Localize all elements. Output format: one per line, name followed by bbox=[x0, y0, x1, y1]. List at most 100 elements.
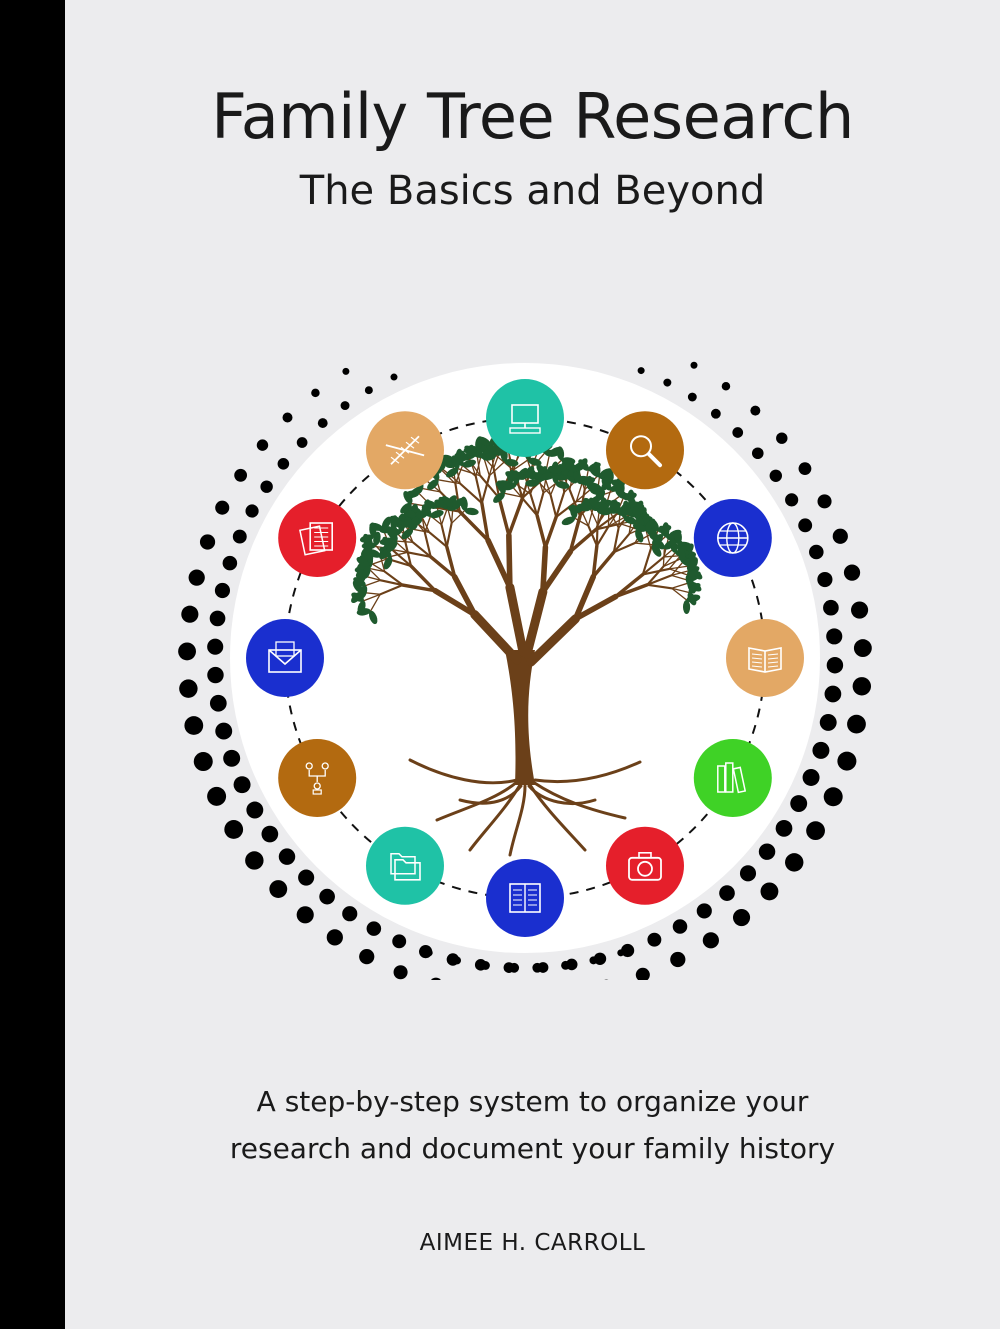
tree-branch bbox=[503, 492, 522, 498]
tree-branch bbox=[475, 456, 482, 478]
dot bbox=[702, 932, 719, 949]
tree-branch bbox=[595, 523, 599, 547]
tree-leaf bbox=[682, 600, 691, 615]
tree-branch bbox=[670, 561, 684, 577]
dot bbox=[393, 965, 408, 980]
dot bbox=[635, 967, 650, 980]
tree-leaf bbox=[427, 479, 439, 490]
dot bbox=[209, 610, 226, 627]
tree-branch bbox=[406, 551, 432, 558]
tree-leaf bbox=[362, 565, 371, 579]
dot bbox=[785, 853, 804, 872]
icon-glyph bbox=[630, 435, 662, 468]
icon-glyph bbox=[509, 883, 541, 913]
tree-branch bbox=[641, 567, 671, 576]
tree-leaf bbox=[555, 481, 570, 489]
dot bbox=[826, 628, 843, 645]
dot bbox=[184, 716, 204, 735]
tree-leaf bbox=[383, 556, 393, 570]
tree-branch bbox=[595, 525, 610, 547]
dot bbox=[340, 401, 350, 411]
dot bbox=[179, 679, 198, 698]
tree-branch bbox=[431, 506, 461, 513]
tree-root bbox=[508, 784, 527, 857]
dot bbox=[282, 412, 293, 423]
tree-branch bbox=[662, 547, 666, 568]
tree-leaf bbox=[547, 465, 562, 474]
dot bbox=[317, 418, 328, 428]
dot bbox=[851, 601, 869, 619]
tree-leaf bbox=[357, 600, 366, 615]
globe-icon bbox=[693, 499, 772, 577]
documents-icon bbox=[278, 499, 357, 577]
dot bbox=[207, 786, 227, 806]
dot bbox=[509, 962, 520, 973]
icon-glyph bbox=[390, 853, 421, 881]
tree-branch bbox=[520, 495, 539, 517]
icon-glyph bbox=[299, 522, 333, 556]
camera-icon bbox=[606, 826, 684, 905]
tree-branch bbox=[529, 492, 539, 517]
tree-branch bbox=[591, 550, 616, 579]
tree-leaf bbox=[359, 534, 374, 543]
dot bbox=[719, 885, 735, 901]
tree-branch bbox=[488, 460, 506, 477]
dot bbox=[817, 571, 833, 588]
tree-branch bbox=[662, 552, 676, 568]
dot bbox=[178, 642, 196, 661]
dot bbox=[215, 500, 230, 515]
tree-leaf bbox=[502, 482, 517, 491]
computer-icon bbox=[486, 379, 564, 457]
dot bbox=[732, 427, 744, 438]
magnifier-icon bbox=[606, 411, 684, 490]
books-icon bbox=[693, 739, 772, 817]
dot bbox=[670, 951, 686, 968]
icon-glyph bbox=[716, 522, 749, 554]
dot bbox=[199, 534, 216, 550]
dot bbox=[214, 582, 231, 599]
dot bbox=[721, 381, 731, 391]
tree-branch bbox=[662, 558, 682, 568]
tree-leaf bbox=[658, 525, 670, 538]
tree-leaf bbox=[369, 522, 384, 531]
tree-branch bbox=[379, 583, 404, 596]
tree-leaf bbox=[633, 523, 647, 532]
icon-badge bbox=[486, 379, 564, 457]
tree-branch bbox=[668, 568, 689, 576]
tree-branch bbox=[470, 610, 522, 665]
tree-leaf bbox=[464, 507, 479, 516]
dot bbox=[776, 432, 788, 444]
icon-glyph bbox=[748, 647, 782, 673]
dot bbox=[480, 961, 490, 970]
tree-branch bbox=[613, 572, 645, 599]
dot bbox=[342, 906, 358, 922]
tree-branch bbox=[423, 531, 432, 558]
dot bbox=[637, 367, 645, 375]
tree-branch bbox=[609, 512, 620, 529]
tree-branch bbox=[670, 587, 690, 594]
tree-branch bbox=[612, 532, 631, 554]
tree-branch bbox=[572, 573, 597, 622]
tree-branch bbox=[369, 593, 381, 612]
dot bbox=[364, 386, 373, 395]
dot bbox=[269, 880, 288, 898]
tree-branch bbox=[458, 509, 490, 543]
tree-branch bbox=[645, 529, 652, 550]
icon-ring bbox=[246, 379, 804, 937]
tree-branch bbox=[613, 583, 650, 599]
tree-branch bbox=[364, 579, 382, 587]
tree-branch bbox=[480, 501, 490, 543]
dot bbox=[223, 749, 241, 767]
dot bbox=[359, 949, 375, 965]
dot bbox=[802, 768, 820, 786]
dot bbox=[824, 685, 842, 703]
tree-leaf bbox=[462, 459, 476, 468]
tree-leaf bbox=[504, 458, 519, 467]
dot bbox=[593, 952, 607, 965]
dot bbox=[647, 932, 662, 947]
author-name: AIMEE H. CARROLL bbox=[419, 1230, 646, 1256]
dot bbox=[732, 908, 751, 927]
tree-leaf bbox=[353, 575, 366, 586]
dot bbox=[663, 378, 672, 387]
tree-leaf bbox=[401, 528, 414, 540]
